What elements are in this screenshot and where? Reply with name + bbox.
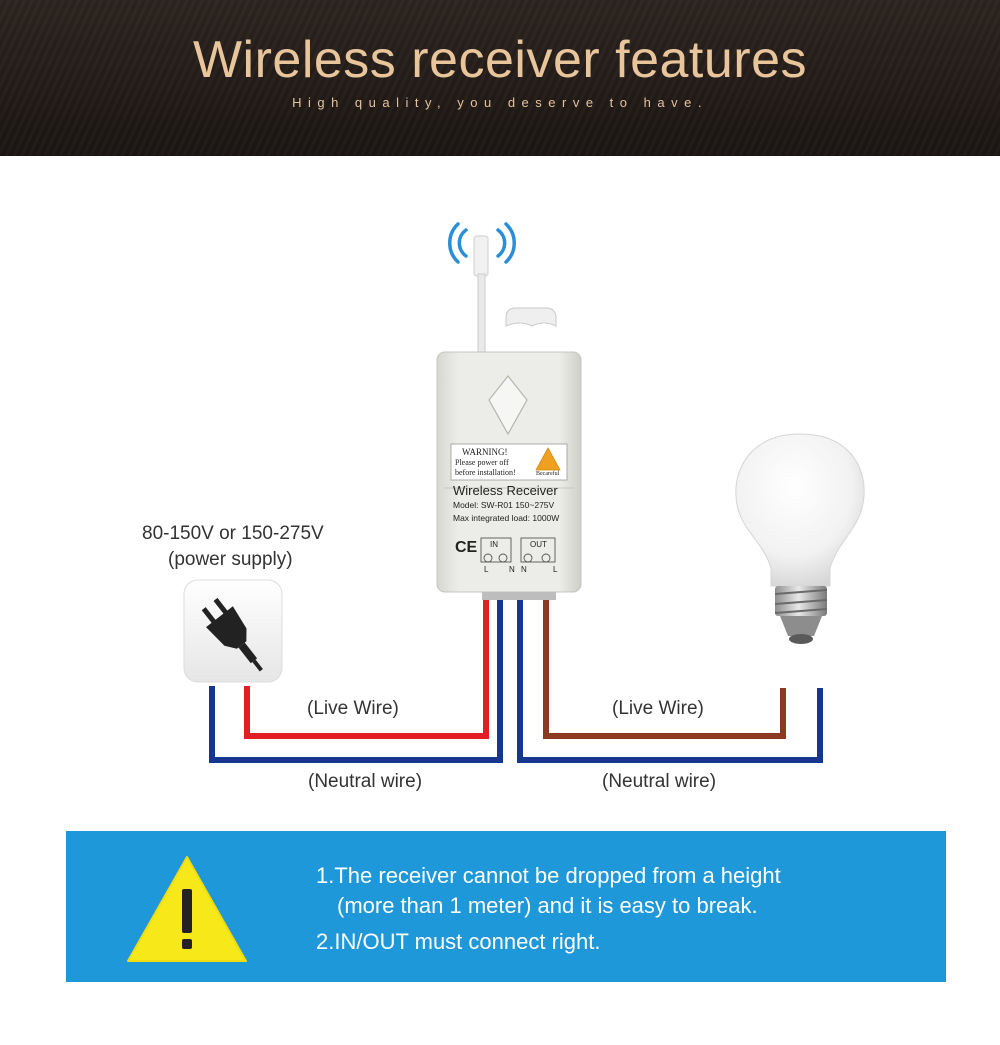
page-subtitle: High quality, you deserve to have. bbox=[292, 95, 708, 110]
page-title: Wireless receiver features bbox=[192, 31, 808, 89]
right-neutral-wire bbox=[517, 598, 823, 763]
ce-mark: CE bbox=[455, 539, 478, 556]
receiver-warning-line1: Please power off bbox=[455, 458, 509, 467]
right-neutral-wire-label: (Neutral wire) bbox=[602, 771, 717, 792]
notice-box: 1.The receiver cannot be dropped from a … bbox=[66, 831, 946, 982]
terminal-label: N bbox=[509, 565, 515, 574]
left-live-wire bbox=[244, 598, 489, 739]
supply-voltage-label: 80-150V or 150-275V bbox=[142, 523, 324, 544]
notice-line-2: (more than 1 meter) and it is easy to br… bbox=[337, 893, 758, 918]
notice-line-3: 2.IN/OUT must connect right. bbox=[316, 929, 601, 954]
receiver-warning-line2: before installation! bbox=[455, 468, 516, 477]
wireless-signal-icon bbox=[448, 222, 516, 264]
receiver-model: Model: SW-R01 150~275V bbox=[453, 500, 555, 510]
header-banner: Wireless receiver features High quality,… bbox=[0, 0, 1000, 156]
wires bbox=[209, 598, 823, 763]
receiver-warning-tag: Becareful bbox=[536, 471, 560, 477]
warning-triangle-icon bbox=[127, 856, 247, 962]
left-neutral-wire-label: (Neutral wire) bbox=[308, 771, 423, 792]
left-neutral-wire bbox=[209, 598, 503, 763]
plug-icon bbox=[183, 579, 283, 683]
right-live-wire bbox=[543, 598, 786, 739]
notice-line-1: 1.The receiver cannot be dropped from a … bbox=[316, 863, 781, 888]
wiring-diagram: WARNING! Please power off before install… bbox=[0, 156, 1000, 836]
terminal-label: N bbox=[521, 565, 527, 574]
right-live-wire-label: (Live Wire) bbox=[612, 698, 704, 719]
light-bulb-icon bbox=[735, 433, 865, 644]
receiver-in-label: IN bbox=[490, 540, 498, 549]
receiver-box bbox=[436, 307, 582, 600]
terminal-label: L bbox=[553, 565, 558, 574]
antenna bbox=[473, 235, 489, 357]
supply-caption-label: (power supply) bbox=[168, 549, 293, 570]
terminal-label: L bbox=[484, 565, 489, 574]
receiver-warning-title: WARNING! bbox=[462, 447, 508, 457]
receiver-load: Max integrated load: 1000W bbox=[453, 513, 560, 523]
left-live-wire-label: (Live Wire) bbox=[307, 698, 399, 719]
receiver-name: Wireless Receiver bbox=[453, 483, 558, 498]
wiring-diagram-svg bbox=[183, 222, 865, 763]
receiver-out-label: OUT bbox=[530, 540, 547, 549]
